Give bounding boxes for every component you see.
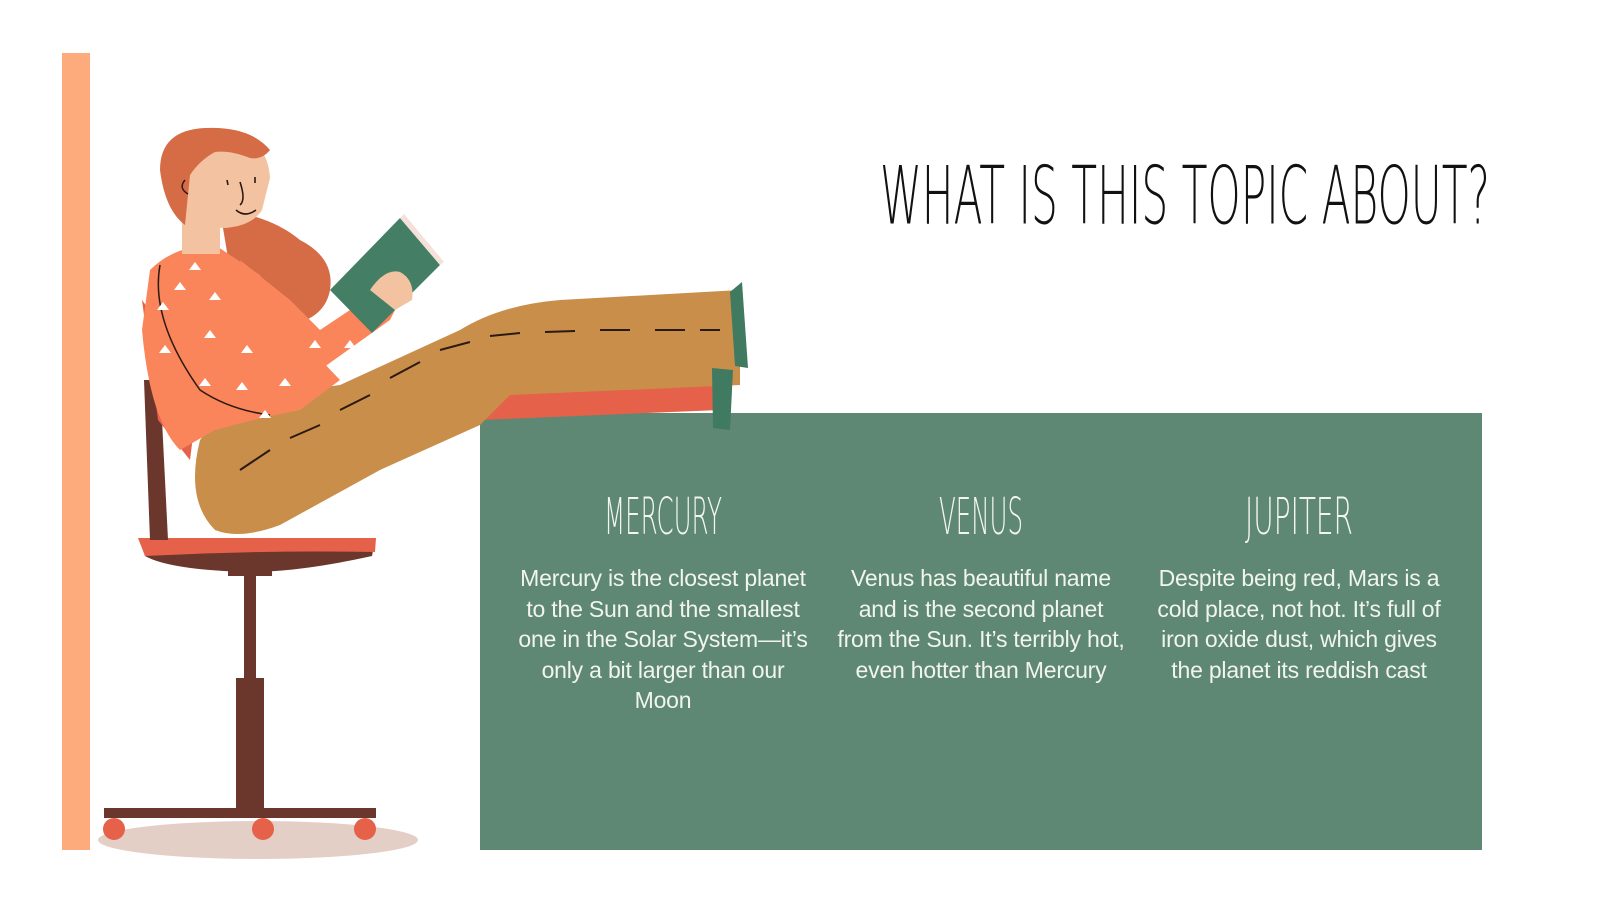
hand-icon <box>370 271 413 310</box>
shoe-icon <box>730 282 748 368</box>
page-title: WHAT IS THIS TOPIC ABOUT? <box>880 149 1490 243</box>
column-heading: VENUS <box>836 483 1126 546</box>
column-jupiter: JUPITER Despite being red, Mars is a col… <box>1154 483 1444 685</box>
svg-text:MERCURY: MERCURY <box>604 486 722 543</box>
svg-text:JUPITER: JUPITER <box>1245 486 1353 543</box>
content-panel: MERCURY Mercury is the closest planet to… <box>480 413 1482 850</box>
column-body: Venus has beautiful name and is the seco… <box>837 565 1125 683</box>
woman-reading-on-office-chair-illustration <box>98 127 748 859</box>
svg-text:VENUS: VENUS <box>939 486 1023 543</box>
accent-bar <box>62 53 90 850</box>
column-body: Mercury is the closest planet to the Sun… <box>518 565 808 713</box>
column-heading: JUPITER <box>1154 483 1444 546</box>
sweater-icon <box>142 245 340 450</box>
shadow-icon <box>98 821 418 859</box>
column-body: Despite being red, Mars is a cold place,… <box>1157 565 1441 683</box>
pants-icon <box>195 290 740 534</box>
column-heading: MERCURY <box>518 483 808 546</box>
page-title-text: WHAT IS THIS TOPIC ABOUT? <box>880 149 1490 243</box>
shoe-icon <box>712 368 733 430</box>
column-venus: VENUS Venus has beautiful name and is th… <box>836 483 1126 685</box>
column-mercury: MERCURY Mercury is the closest planet to… <box>518 483 808 716</box>
